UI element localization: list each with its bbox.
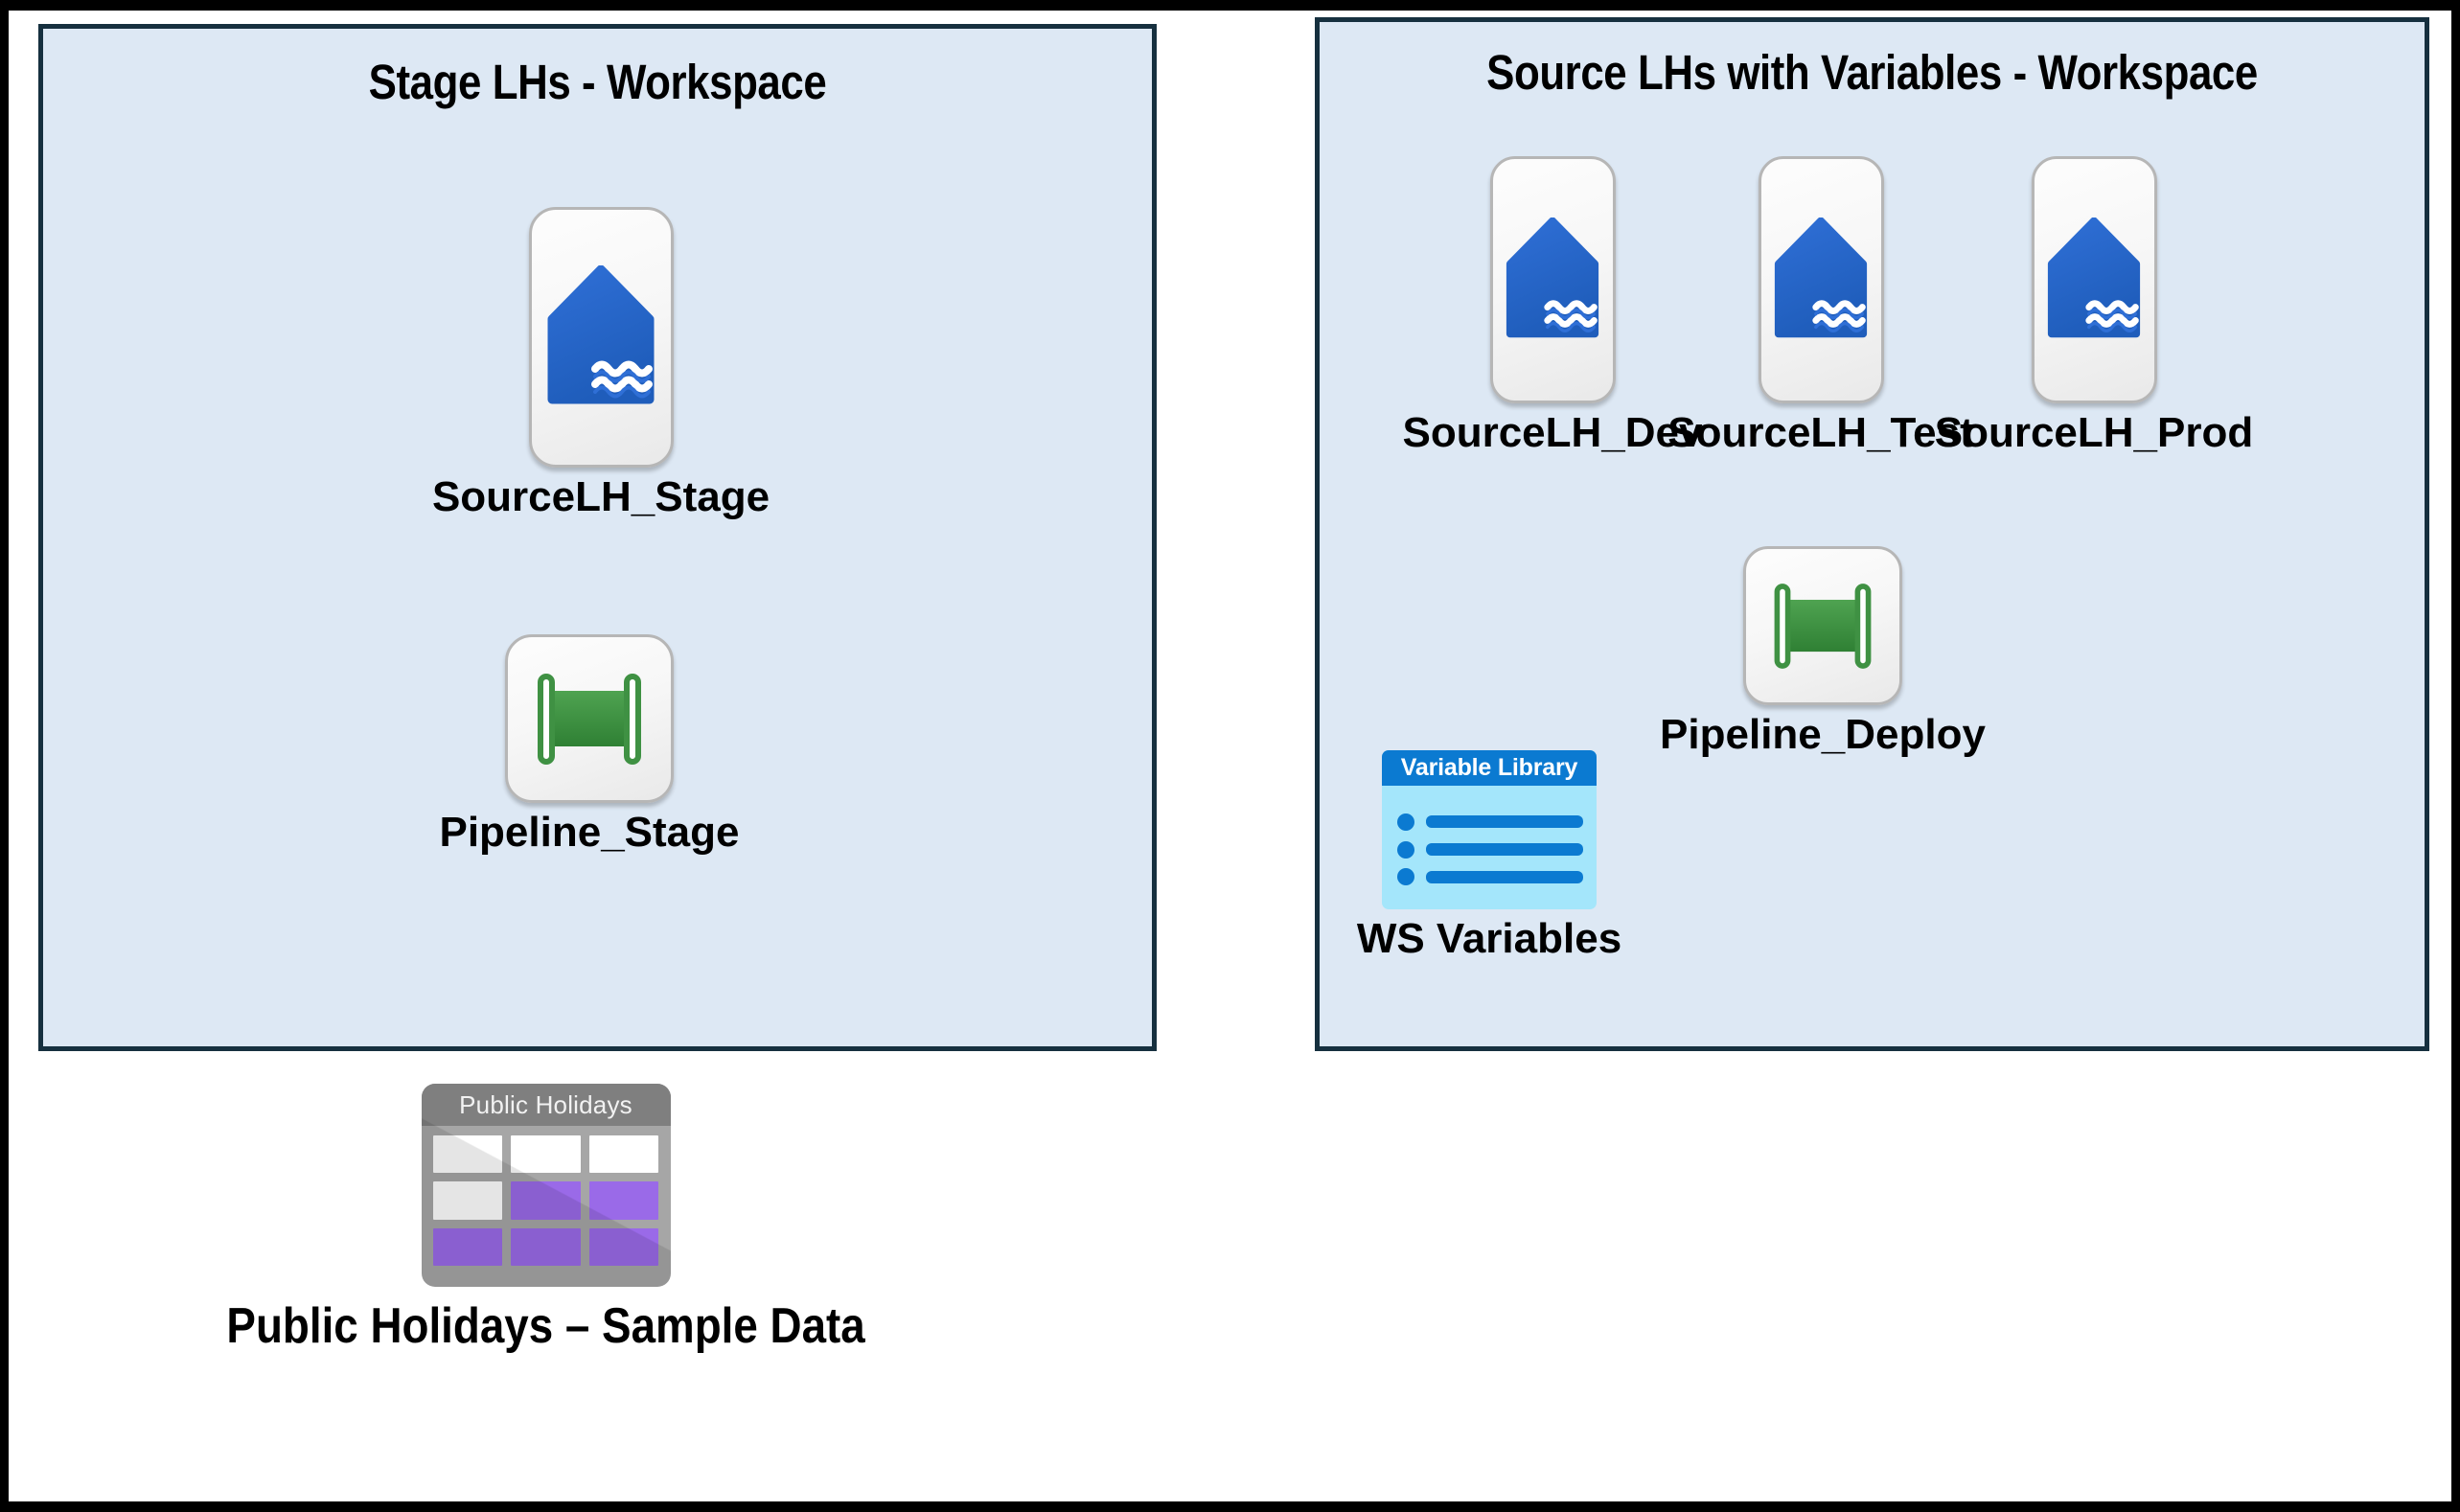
item-ws-variables[interactable]: Variable Library WS Varia [1298,750,1681,961]
table-cell [511,1135,581,1174]
pipeline-icon [1774,583,1872,669]
item-label-sourcelh-stage: SourceLH_Stage [431,473,770,520]
bullet-icon [1397,813,1414,831]
lakehouse-tile[interactable] [1758,156,1884,403]
item-sourcelh-prod[interactable]: SourceLH_Prod [1826,156,2362,455]
table-cell [511,1227,581,1266]
table-cell [432,1227,503,1266]
variable-library-card-title: Variable Library [1382,750,1597,786]
workspace-panel-stage: Stage LHs - Workspace [38,24,1157,1051]
workspace-panel-source: Source LHs with Variables - Workspace So… [1315,17,2429,1051]
variable-row [1397,840,1583,859]
variable-row [1397,868,1583,886]
item-sourcelh-dev[interactable]: SourceLH_Dev [1284,156,1821,455]
table-icon[interactable]: Public Holidays [421,1084,671,1287]
lakehouse-tile[interactable] [2031,156,2157,403]
variable-bar [1426,843,1583,856]
item-label-sourcelh-test: SourceLH_Test [1667,409,1974,456]
bullet-icon [1397,840,1414,859]
item-label-pipeline-stage: Pipeline_Stage [439,809,740,856]
lakehouse-tile[interactable] [528,207,674,468]
pipeline-tile[interactable] [1743,546,1902,705]
item-sourcelh-test[interactable]: SourceLH_Test [1552,156,2089,455]
table-cell [432,1181,503,1220]
item-label-public-holidays: Public Holidays – Sample Data [226,1298,865,1354]
table-icon-title: Public Holidays [421,1084,671,1126]
table-cell [588,1227,659,1266]
item-label-pipeline-deploy: Pipeline_Deploy [1660,711,1986,758]
variable-bar [1426,870,1583,883]
table-cell [588,1181,659,1220]
variable-bar [1426,815,1583,829]
pipeline-tile[interactable] [505,634,674,803]
item-pipeline-deploy[interactable]: Pipeline_Deploy [1593,546,2053,757]
item-sourcelh-stage[interactable]: SourceLH_Stage [333,207,869,519]
item-public-holidays[interactable]: Public Holidays Public Holidays – Sample… [150,1084,941,1353]
item-label-ws-variables: WS Variables [1356,915,1622,962]
table-grid [422,1126,671,1277]
item-label-sourcelh-prod: SourceLH_Prod [1934,409,2254,456]
panel-title-stage: Stage LHs - Workspace [368,55,827,109]
lakehouse-icon [547,265,655,404]
lakehouse-icon [1506,218,1599,338]
lakehouse-icon [2047,218,2141,338]
table-cell [432,1135,503,1174]
pipeline-icon [538,673,641,765]
table-cell [588,1135,659,1174]
table-cell [511,1181,581,1220]
variable-library-rows [1382,786,1597,909]
panel-title-source: Source LHs with Variables - Workspace [1486,45,2258,100]
item-pipeline-stage[interactable]: Pipeline_Stage [321,634,858,855]
bullet-icon [1397,868,1414,886]
lakehouse-tile[interactable] [1489,156,1616,403]
item-label-sourcelh-dev: SourceLH_Dev [1402,409,1703,456]
variable-library-icon[interactable]: Variable Library [1382,750,1597,909]
lakehouse-icon [1774,218,1868,338]
variable-row [1397,813,1583,831]
